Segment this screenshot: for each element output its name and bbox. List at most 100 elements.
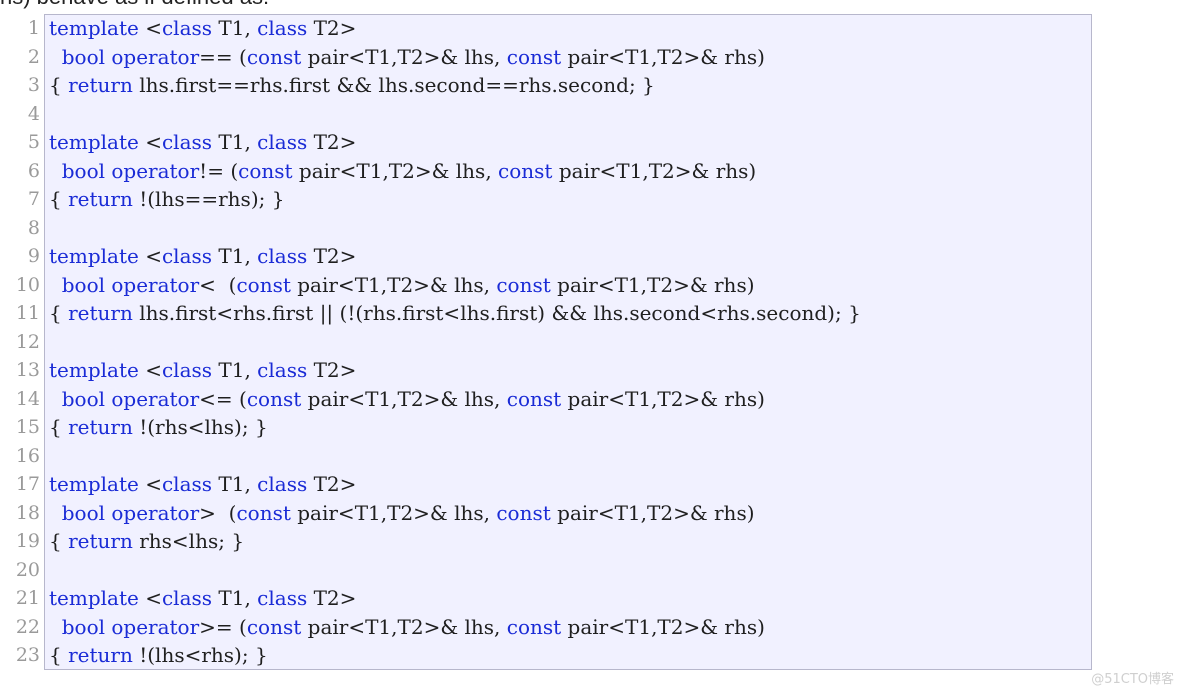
line-number: 21: [15, 587, 40, 609]
code-text: T2>: [307, 16, 357, 40]
code-line: template <class T1, class T2>: [49, 242, 1176, 271]
code-line: template <class T1, class T2>: [49, 128, 1176, 157]
header-text: ns) behave as if defined as:: [0, 0, 269, 10]
code-text: <: [138, 244, 162, 268]
code-keyword: const: [246, 614, 302, 639]
code-keyword: class: [161, 472, 213, 496]
code-text: T2>: [307, 586, 357, 610]
line-number: 19: [15, 530, 40, 552]
line-number: 12: [15, 330, 40, 353]
code-keyword: bool: [61, 158, 105, 183]
code-keyword: const: [496, 272, 551, 297]
code-text: {: [49, 643, 69, 667]
code-text: rhs<lhs; }: [132, 529, 245, 553]
code-keyword: class: [161, 358, 213, 382]
code-text: <: [138, 16, 162, 40]
code-line: { return !(lhs==rhs); }: [49, 185, 1176, 214]
code-text: T1,: [212, 244, 258, 268]
code-text: !(rhs<lhs); }: [132, 415, 268, 439]
code-text: pair<T1,T2>& lhs,: [301, 44, 507, 69]
code-text: > (: [199, 500, 237, 525]
code-text: pair<T1,T2>& rhs): [561, 386, 765, 411]
code-text: [49, 45, 62, 69]
code-keyword: class: [161, 16, 213, 40]
code-line: { return !(rhs<lhs); }: [49, 413, 1176, 442]
code-keyword: const: [506, 614, 562, 639]
code-keyword: const: [498, 158, 553, 183]
code-keyword: bool: [61, 386, 105, 411]
code-text: pair<T1,T2>& lhs,: [290, 500, 497, 525]
code-line: template <class T1, class T2>: [49, 356, 1176, 385]
code-keyword: bool: [61, 614, 105, 639]
code-text: [49, 501, 62, 525]
code-keyword: return: [68, 301, 133, 325]
code-line: [49, 328, 1176, 357]
line-number: 3: [27, 74, 40, 96]
code-keyword: bool: [61, 272, 105, 297]
code-keyword: return: [68, 643, 133, 667]
code-text: {: [49, 301, 69, 325]
code-keyword: template: [49, 244, 139, 268]
code-keyword: return: [68, 529, 133, 553]
code-keyword: template: [49, 472, 139, 496]
code-keyword: class: [257, 586, 308, 610]
code-text: {: [49, 415, 69, 439]
code-text: pair<T1,T2>& rhs): [550, 272, 755, 297]
code-line: { return lhs.first<rhs.first || (!(rhs.f…: [49, 299, 1176, 328]
code-keyword: class: [257, 16, 308, 40]
code-text: <: [138, 130, 162, 154]
line-number: 8: [27, 216, 40, 239]
code-text: pair<T1,T2>& lhs,: [301, 386, 507, 411]
line-number: 13: [15, 359, 40, 381]
code-text: T1,: [212, 472, 258, 496]
line-number: 14: [15, 387, 40, 410]
code-text: {: [49, 187, 69, 211]
line-number: 7: [27, 188, 40, 210]
code-line: bool operator!= (const pair<T1,T2>& lhs,…: [49, 157, 1176, 186]
code-text: >= (: [199, 614, 247, 639]
code-text: [49, 615, 62, 639]
code-keyword: operator: [111, 386, 200, 411]
code-keyword: return: [68, 415, 133, 439]
code-text: == (: [199, 44, 247, 69]
code-text: T2>: [307, 472, 357, 496]
code-line: { return !(lhs<rhs); }: [49, 641, 1176, 670]
line-number: 17: [15, 473, 40, 495]
code-text: T1,: [212, 16, 258, 40]
code-text: pair<T1,T2>& lhs,: [301, 614, 507, 639]
code-text: !(lhs<rhs); }: [132, 643, 268, 667]
code-keyword: operator: [111, 272, 200, 297]
line-number: 5: [27, 131, 40, 153]
code-line: [49, 442, 1176, 471]
code-keyword: const: [246, 386, 302, 411]
code-content: template <class T1, class T2> bool opera…: [49, 14, 1176, 670]
code-text: {: [49, 73, 69, 97]
code-keyword: operator: [111, 44, 200, 69]
code-text: !(lhs==rhs); }: [132, 187, 285, 211]
code-keyword: operator: [111, 500, 200, 525]
code-text: pair<T1,T2>& rhs): [561, 44, 765, 69]
code-line: bool operator>= (const pair<T1,T2>& lhs,…: [49, 613, 1176, 642]
code-line: bool operator< (const pair<T1,T2>& lhs, …: [49, 271, 1176, 300]
code-keyword: operator: [111, 158, 200, 183]
watermark: @51CTO博客: [1091, 672, 1174, 687]
code-keyword: const: [238, 158, 293, 183]
line-number: 11: [15, 302, 40, 324]
code-text: pair<T1,T2>& rhs): [550, 500, 755, 525]
code-keyword: const: [496, 500, 551, 525]
code-text: <: [138, 358, 162, 382]
line-number: 15: [15, 416, 40, 438]
line-number: 4: [27, 102, 40, 125]
line-number: 20: [15, 558, 40, 581]
line-number: 1: [27, 17, 40, 39]
code-text: pair<T1,T2>& lhs,: [290, 272, 497, 297]
code-keyword: template: [49, 16, 139, 40]
code-text: [49, 159, 62, 183]
code-keyword: template: [49, 358, 139, 382]
code-text: <= (: [199, 386, 247, 411]
code-text: < (: [199, 272, 237, 297]
code-text: T1,: [212, 586, 258, 610]
code-keyword: class: [161, 244, 213, 268]
code-keyword: template: [49, 130, 139, 154]
code-text: [49, 387, 62, 411]
